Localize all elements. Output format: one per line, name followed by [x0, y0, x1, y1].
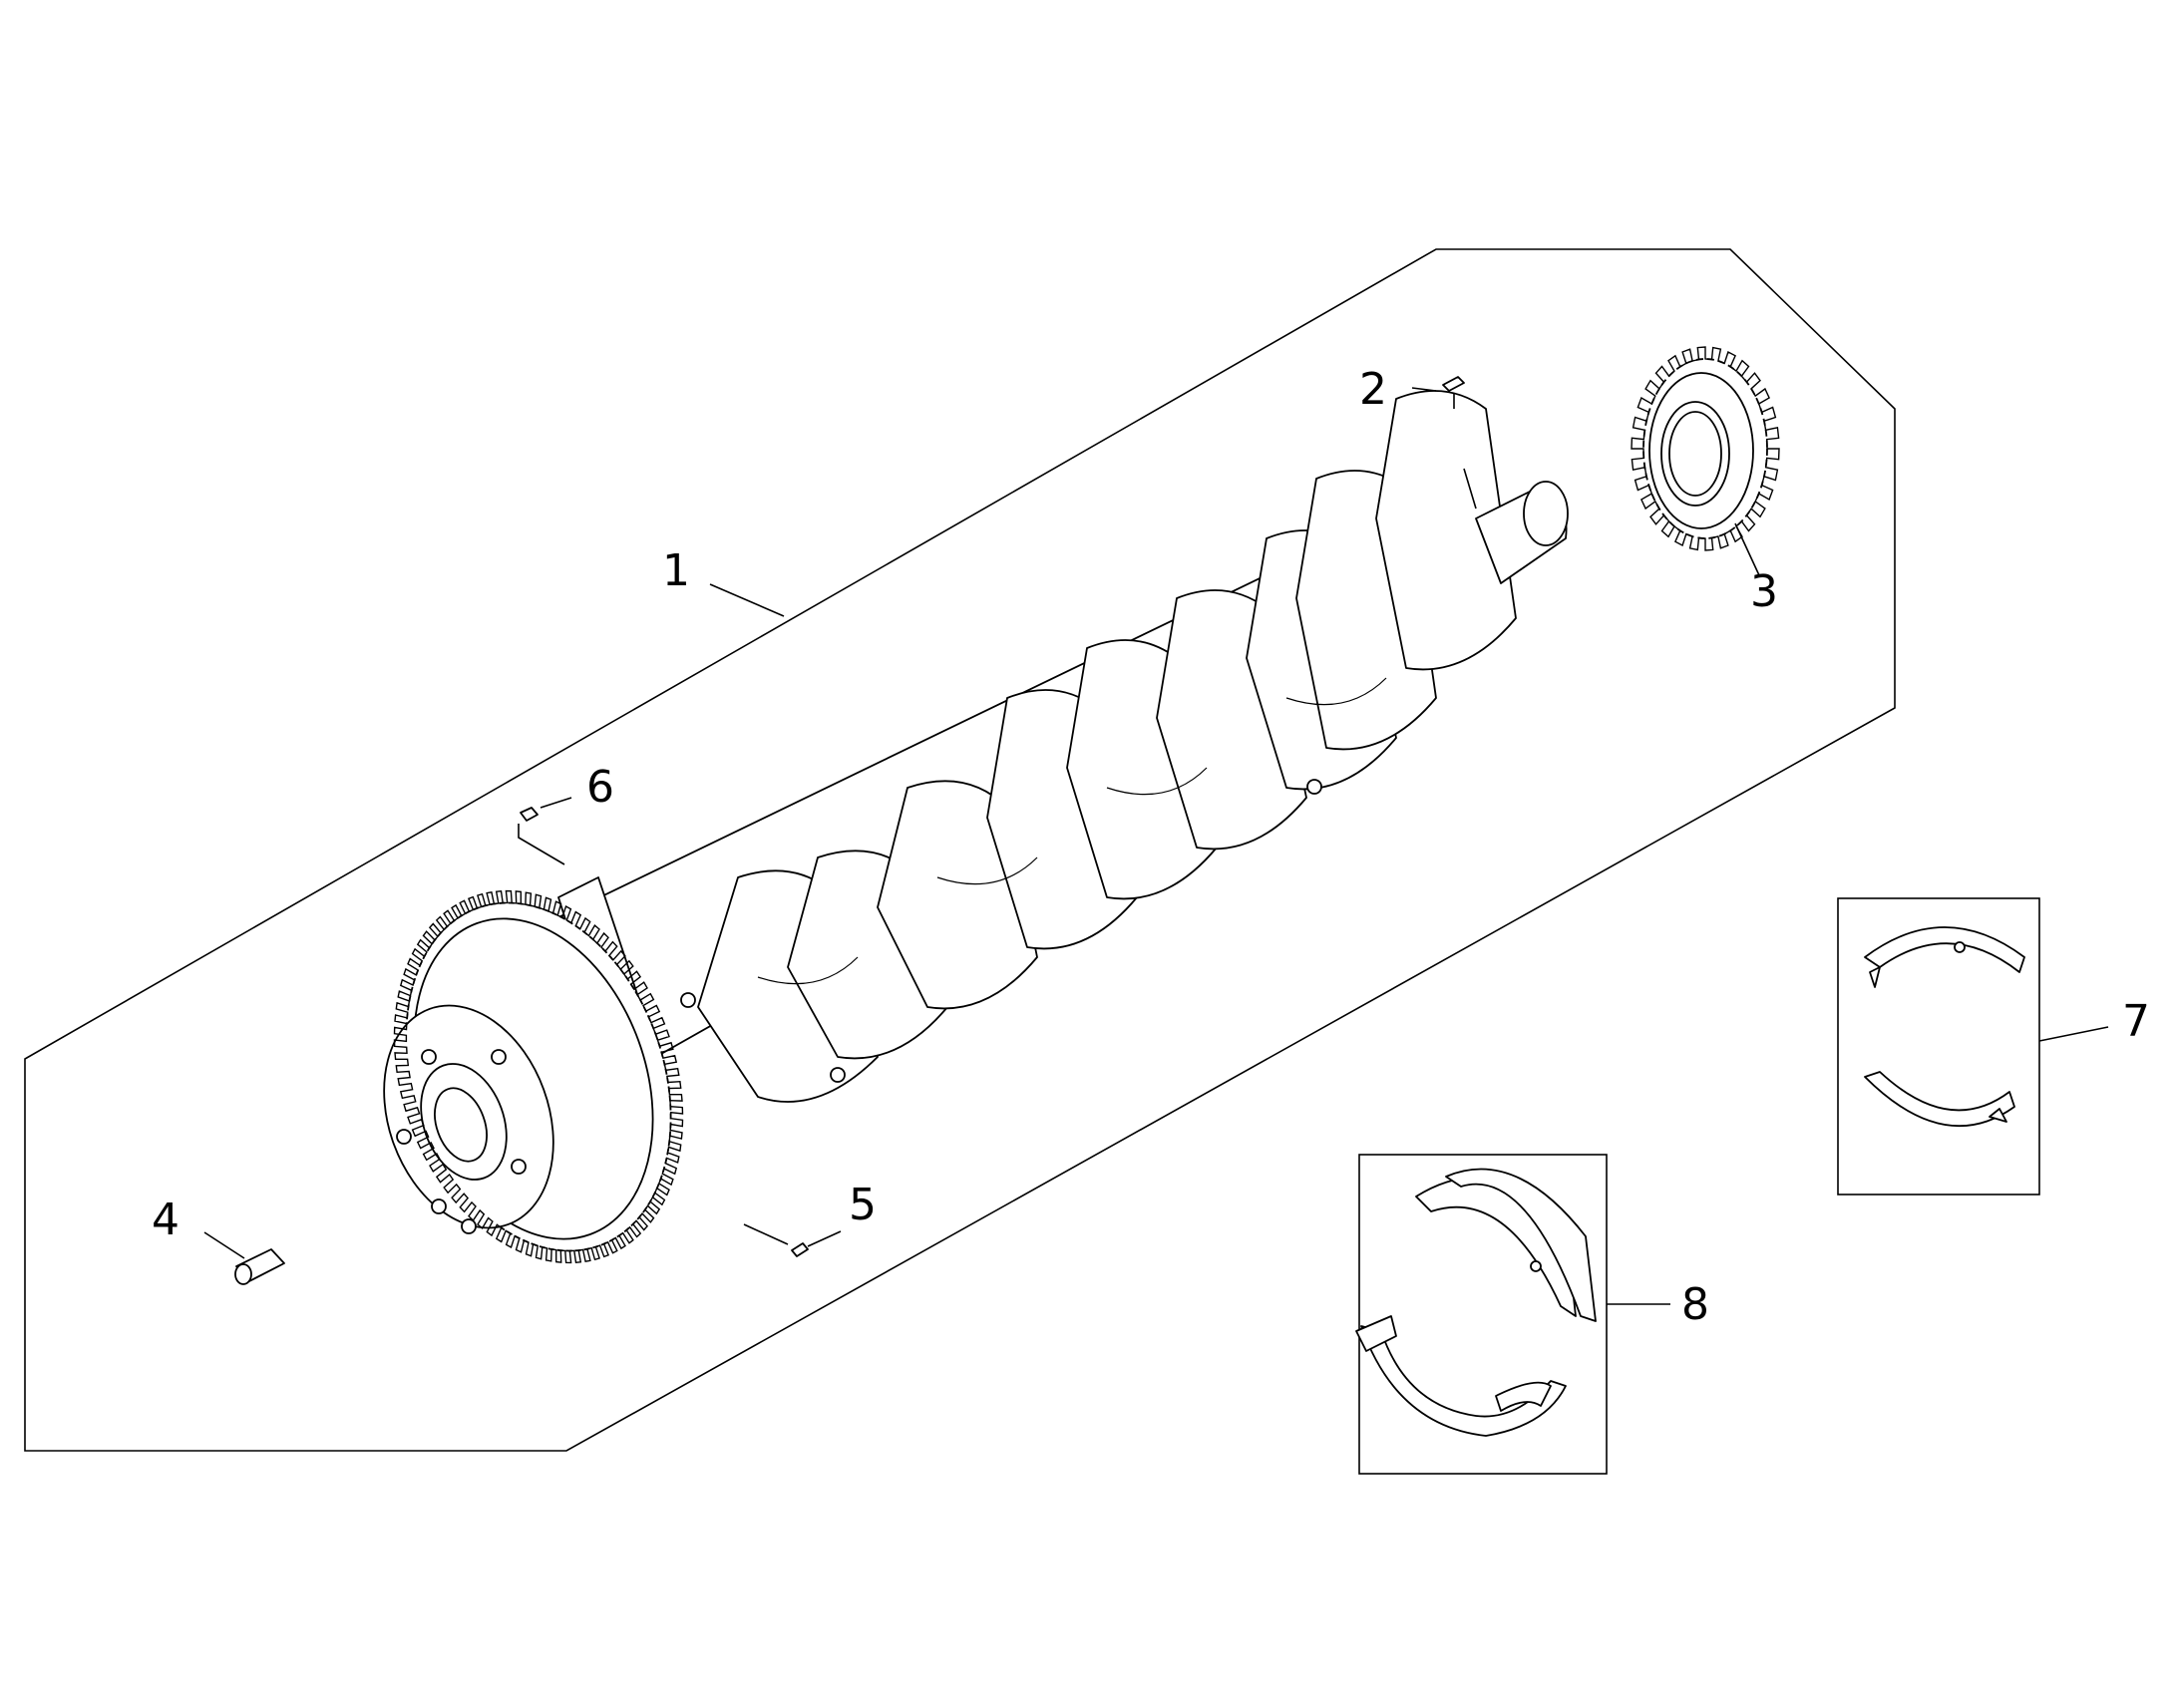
leader-lines	[203, 387, 2109, 1305]
callout-4: 4	[152, 1195, 180, 1245]
connecting-rod-bearing-shells	[1864, 926, 2025, 1128]
callout-5: 5	[849, 1180, 877, 1230]
leader-4	[203, 1231, 245, 1259]
callout-7: 7	[2122, 996, 2150, 1047]
crank-webs	[697, 390, 1517, 1103]
roll-pin	[791, 1242, 809, 1257]
leader-5	[743, 1223, 842, 1247]
timing-gear-teeth	[1631, 346, 1780, 551]
woodruff-key	[1442, 376, 1465, 392]
dowel-pin	[234, 1248, 285, 1285]
connecting-rod-bearing-frame	[1837, 897, 2040, 1196]
callout-8: 8	[1681, 1279, 1709, 1330]
main-bearing-frame	[1358, 1154, 1608, 1475]
leader-1	[709, 583, 785, 617]
main-bearing-shells	[1355, 1168, 1597, 1437]
crankshaft	[557, 390, 1569, 1103]
timing-gear	[1642, 358, 1768, 539]
leader-2	[1411, 387, 1477, 510]
leader-7	[2038, 1026, 2109, 1042]
plug	[520, 807, 539, 822]
callout-1: 1	[662, 545, 690, 596]
flywheel-gear-teeth	[393, 889, 684, 1264]
callout-3: 3	[1750, 566, 1778, 617]
callout-2: 2	[1359, 364, 1387, 415]
assembly-frame	[24, 248, 1896, 1452]
callout-6: 6	[586, 762, 614, 813]
leader-6	[518, 797, 572, 865]
flywheel-gear	[383, 901, 672, 1252]
